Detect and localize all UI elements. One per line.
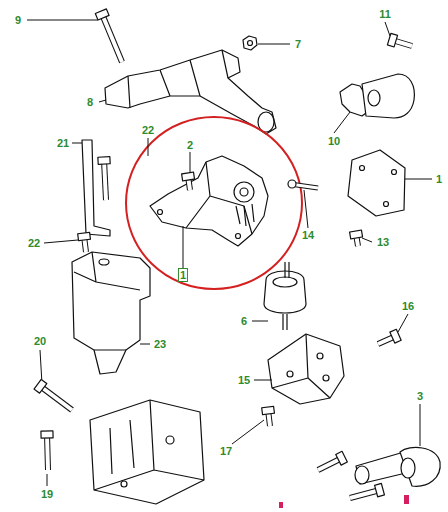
bolt bbox=[78, 232, 91, 252]
bolt bbox=[182, 172, 195, 190]
bolt bbox=[318, 451, 347, 470]
bracket-edges bbox=[272, 334, 330, 398]
base-bracket bbox=[90, 400, 204, 504]
nut bbox=[243, 36, 257, 50]
callout-number: 22 bbox=[27, 237, 41, 249]
highlight-circle bbox=[126, 117, 302, 289]
block-hole bbox=[99, 259, 109, 265]
plate-hole bbox=[360, 166, 365, 171]
link-bushing bbox=[400, 447, 440, 486]
callout-number: 8 bbox=[86, 96, 94, 108]
mount-top bbox=[273, 277, 297, 287]
mounting-plate bbox=[348, 150, 405, 216]
engine-mount-block bbox=[72, 252, 150, 374]
callout-number: 19 bbox=[40, 488, 54, 500]
bolt bbox=[262, 406, 275, 426]
mount-stud bbox=[285, 262, 289, 278]
block-edges bbox=[74, 252, 140, 350]
plate-hole bbox=[384, 202, 389, 207]
bolt bbox=[95, 9, 122, 62]
page-mark bbox=[404, 495, 409, 504]
mount-stud bbox=[283, 314, 287, 330]
callout-number: 10 bbox=[327, 135, 341, 147]
mount-bushing bbox=[234, 182, 254, 202]
callout-number: 3 bbox=[416, 390, 424, 402]
bolt bbox=[41, 431, 53, 470]
callout-number: 1 bbox=[178, 268, 188, 282]
callout-number: 13 bbox=[376, 236, 390, 248]
mount-body bbox=[362, 74, 414, 118]
strap-bracket bbox=[82, 140, 110, 236]
bracket-hole bbox=[323, 375, 329, 381]
callout-number: 21 bbox=[56, 137, 70, 149]
page-mark bbox=[279, 502, 283, 508]
callout-number: 11 bbox=[378, 8, 392, 20]
mount-eye bbox=[368, 90, 380, 106]
nut-hole bbox=[248, 41, 253, 46]
bolts bbox=[34, 9, 412, 498]
mount-fins bbox=[236, 204, 254, 226]
callout-number: 7 bbox=[294, 38, 302, 50]
bolt bbox=[98, 157, 110, 200]
callout-number: 14 bbox=[301, 229, 315, 241]
bracket-ribs bbox=[128, 50, 228, 108]
callout-number: 15 bbox=[237, 374, 251, 386]
engine-bracket bbox=[105, 50, 276, 134]
link-eye bbox=[355, 466, 369, 484]
bolt bbox=[350, 230, 363, 246]
bushing-bore bbox=[240, 188, 248, 196]
link-bushing-face bbox=[401, 458, 415, 478]
base-edges bbox=[94, 400, 204, 490]
callout-number: 1 bbox=[435, 173, 443, 185]
plate-hole bbox=[392, 170, 397, 175]
mount-hole bbox=[158, 210, 163, 215]
bolt bbox=[350, 483, 384, 498]
callout-number: 6 bbox=[240, 315, 248, 327]
mount-hole bbox=[236, 234, 241, 239]
base-hole bbox=[166, 436, 174, 444]
mount-bracket bbox=[268, 334, 344, 404]
bolt bbox=[34, 379, 72, 410]
callout-number: 20 bbox=[33, 335, 47, 347]
callout-number: 16 bbox=[401, 300, 415, 312]
transmission-mount bbox=[150, 156, 268, 246]
leader-lines bbox=[27, 20, 432, 486]
bolt bbox=[378, 329, 401, 344]
pin-head bbox=[288, 180, 296, 188]
callout-number: 23 bbox=[153, 338, 167, 350]
bracket-hole bbox=[317, 353, 323, 359]
callout-number: 17 bbox=[219, 445, 233, 457]
bracket-hole bbox=[287, 371, 293, 377]
callout-number: 22 bbox=[141, 124, 155, 136]
callout-number: 9 bbox=[14, 14, 22, 26]
bolt bbox=[387, 33, 412, 47]
callout-number: 2 bbox=[186, 139, 194, 151]
base-hole bbox=[121, 481, 127, 487]
